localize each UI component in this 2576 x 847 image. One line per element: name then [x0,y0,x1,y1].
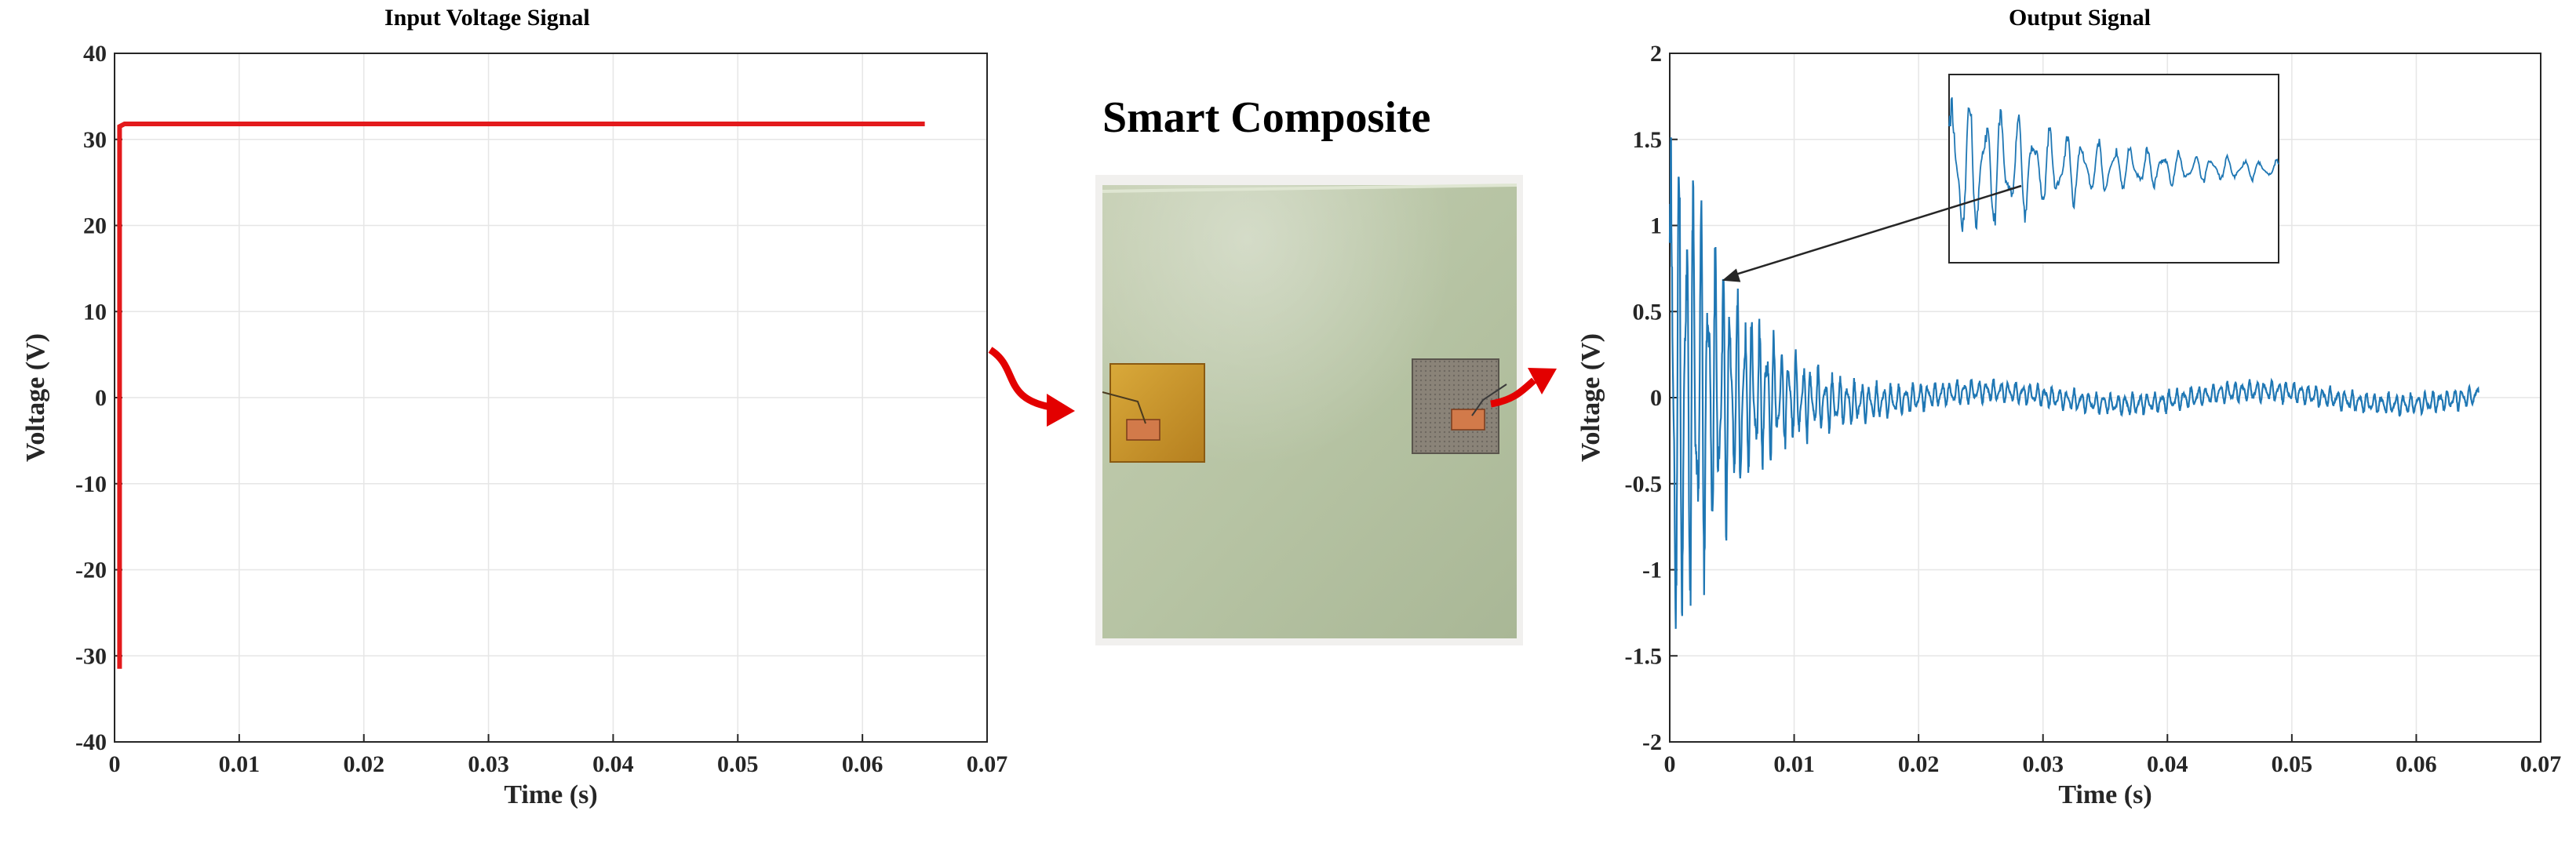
input-ytick-label-2: -20 [75,558,107,583]
output-piezo-patch [1412,358,1507,454]
input-signal-line [117,122,925,669]
output-signal-line [1668,137,2479,629]
input-piezo-patch [1102,363,1205,463]
output-annotation-line [1731,184,2022,277]
output-annotation-arrowhead [1722,268,1741,282]
input-ytick-label-4: 0 [95,385,107,411]
input-xtick-label-3: 0.03 [468,751,509,777]
output-xlabel: Time (s) [2058,780,2152,809]
output-ytick-label-5: 0.5 [1633,299,1663,325]
input-ytick-label-5: 10 [83,299,107,325]
smart-composite-photo [1095,175,1523,645]
input-ytick-label-6: 20 [83,213,107,239]
output-xtick-label-5: 0.05 [2272,751,2313,777]
input-xtick-label-7: 0.07 [967,751,1008,777]
input-xtick-label-5: 0.05 [717,751,759,777]
input-xtick-label-2: 0.02 [343,751,384,777]
input-xtick-label-6: 0.06 [842,751,884,777]
output-xtick-label-6: 0.06 [2396,751,2437,777]
output-xtick-label-3: 0.03 [2022,751,2064,777]
input-voltage-chart: 0 0.01 0.02 0.03 0.04 0.05 0.06 0.07 -40 -30 -20 -1… [21,41,1007,809]
output-inset-signal-line [1948,96,2279,232]
input-chart-title: Input Voltage Signal [384,5,590,31]
output-ytick-label-1: -1.5 [1625,643,1663,669]
input-ytick-label-8: 40 [83,41,107,67]
input-xtick-label-1: 0.01 [219,751,261,777]
input-ytick-label-7: 30 [83,127,107,153]
input-ytick-label-1: -30 [75,643,107,669]
plate-edge-highlight [1102,184,1518,193]
input-xtick-label-4: 0.04 [592,751,634,777]
smart-composite-title: Smart Composite [1102,93,1431,142]
input-ylabel: Voltage (V) [21,333,50,462]
output-ytick-label-3: -0.5 [1625,471,1663,497]
output-ytick-label-8: 2 [1650,41,1662,67]
output-ylabel: Voltage (V) [1576,333,1605,462]
output-xtick-label-0: 0 [1664,751,1676,777]
input-xtick-label-0: 0 [109,751,121,777]
output-signal-chart: 0 0.01 0.02 0.03 0.04 0.05 0.06 0.07 -2 -1.5 -1 -0.… [1576,41,2562,809]
output-inset-frame [1948,74,2279,264]
output-ytick-label-4: 0 [1650,385,1662,411]
output-chart-title: Output Signal [2009,5,2151,31]
output-ytick-label-6: 1 [1650,213,1662,239]
output-xtick-label-1: 0.01 [1773,751,1815,777]
output-ytick-label-7: 1.5 [1633,127,1663,153]
input-xlabel: Time (s) [504,780,597,809]
input-ytick-label-3: -10 [75,471,107,497]
output-ytick-label-0: -2 [1642,729,1662,755]
output-ytick-label-2: -1 [1642,558,1662,583]
input-ytick-label-0: -40 [75,729,107,755]
output-xtick-label-7: 0.07 [2520,751,2562,777]
output-xtick-label-2: 0.02 [1898,751,1940,777]
output-xtick-label-4: 0.04 [2147,751,2188,777]
